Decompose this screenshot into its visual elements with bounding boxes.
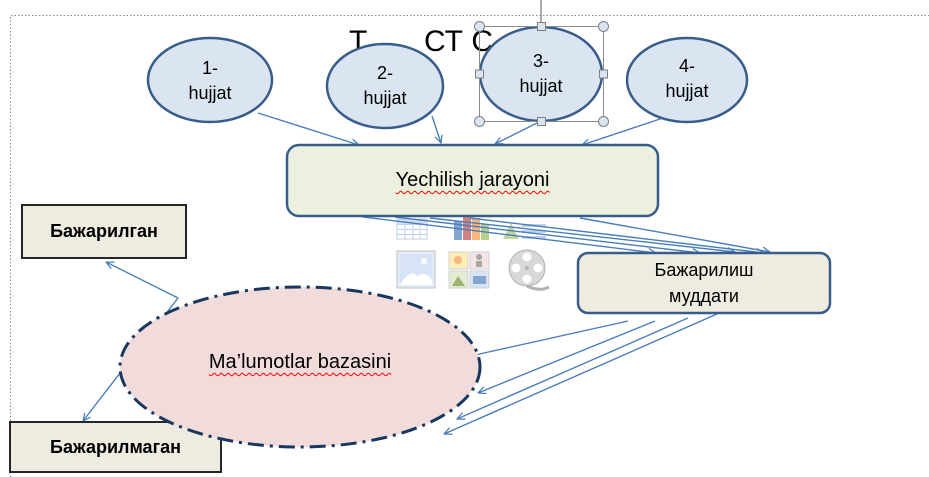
deadline-label-line-2: муддати — [669, 286, 739, 306]
insert-picture-icon[interactable] — [396, 250, 436, 289]
arrow-document-4-to-process[interactable] — [582, 117, 664, 145]
document-1-number: 1- — [201, 58, 218, 78]
resize-handle-left[interactable] — [475, 69, 484, 79]
not-done-box[interactable] — [9, 421, 222, 473]
document-4-text: 4- hujjat — [627, 54, 747, 104]
arrow-document-3-to-process[interactable] — [495, 120, 542, 144]
document-3-text: 3- hujjat — [481, 49, 601, 99]
arrow-deadline-to-database-3[interactable] — [457, 317, 689, 419]
resize-handle-bottom[interactable] — [537, 117, 546, 126]
arrow-process-to-deadline-3[interactable] — [429, 217, 735, 252]
document-2-ellipse[interactable] — [325, 42, 445, 130]
resize-handle-top-left[interactable] — [474, 21, 485, 32]
database-label: Ma’lumotlar bazasini — [208, 351, 392, 373]
arrow-document-1-to-process[interactable] — [257, 112, 359, 145]
process-box[interactable] — [285, 143, 660, 218]
insert-clip-art-icon[interactable] — [448, 251, 490, 289]
resize-handle-top[interactable] — [537, 22, 546, 31]
arrow-document-2-to-process[interactable] — [431, 115, 441, 143]
document-4-ellipse[interactable] — [625, 36, 749, 124]
arrow-process-to-deadline-1[interactable] — [362, 216, 656, 253]
selection-frame — [474, 0, 609, 127]
resize-handle-top-right[interactable] — [598, 21, 609, 32]
arrow-process-to-deadline-4[interactable] — [469, 217, 764, 253]
document-1-ellipse[interactable] — [146, 36, 274, 124]
document-3-number: 3- — [532, 51, 549, 71]
document-4-number: 4- — [678, 56, 695, 76]
arrow-deadline-to-database-1[interactable] — [466, 320, 629, 357]
deadline-label-line-1: Бажарилиш — [654, 260, 754, 280]
resize-handle-bottom-right[interactable] — [598, 116, 609, 127]
done-label: Бажарилган — [50, 221, 158, 241]
database-ellipse[interactable] — [118, 285, 482, 449]
document-2-label: hujjat — [363, 88, 407, 108]
document-1-label: hujjat — [188, 83, 232, 103]
document-2-number: 2- — [376, 63, 393, 83]
deadline-box[interactable] — [576, 251, 832, 315]
arrow-deadline-to-database-2[interactable] — [478, 320, 656, 393]
arrow-process-to-deadline-2[interactable] — [394, 216, 700, 253]
document-2-text: 2- hujjat — [325, 61, 445, 111]
arrow-process-to-deadline-5[interactable] — [579, 217, 770, 252]
insert-media-icon[interactable] — [508, 249, 550, 291]
process-label: Yechilish jarayoni — [395, 169, 550, 191]
document-3-label: hujjat — [519, 76, 563, 96]
document-1-text: 1- hujjat — [150, 56, 270, 106]
database-text-frame: Ma’lumotlar bazasini — [120, 350, 480, 374]
document-4-label: hujjat — [665, 81, 709, 101]
connectors — [83, 112, 770, 434]
resize-handle-bottom-left[interactable] — [474, 116, 485, 127]
process-text-frame: Yechilish jarayoni — [287, 168, 658, 192]
deadline-text-frame: Бажарилиш муддати — [578, 257, 830, 309]
arrow-deadline-to-database-4[interactable] — [444, 313, 718, 434]
not-done-label: Бажарилмаган — [50, 437, 181, 457]
resize-handle-right[interactable] — [599, 69, 608, 79]
done-box[interactable] — [21, 204, 187, 259]
arrow-database-to-done[interactable] — [106, 262, 179, 299]
